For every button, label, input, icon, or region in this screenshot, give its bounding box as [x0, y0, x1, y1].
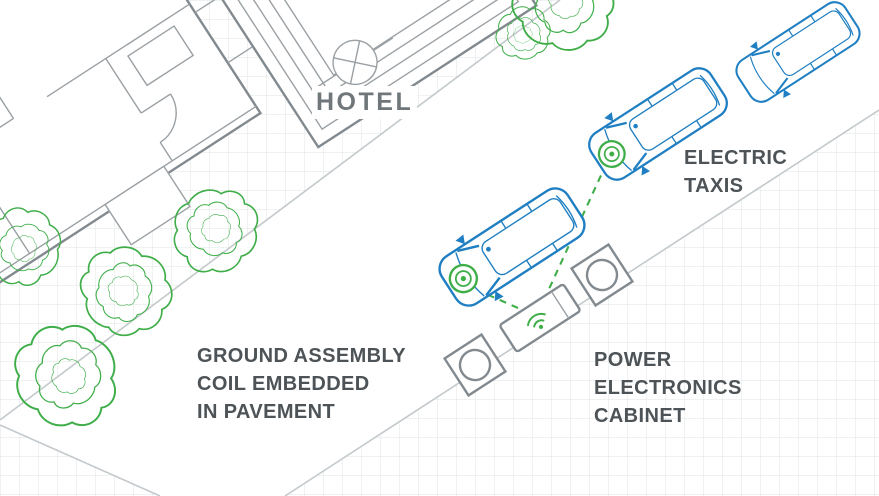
wifi-icon — [526, 312, 546, 329]
electric-taxis-label-line1: ELECTRIC — [684, 147, 788, 169]
power-electronics-cabinet — [499, 283, 581, 353]
power-cabinet-label-line1: POWER — [594, 349, 672, 371]
power-cabinet-label-line2: ELECTRONICS — [594, 377, 742, 399]
power-cabinet-label-line3: CABINET — [594, 405, 686, 427]
ground-assembly-label-line2: COIL EMBEDDED — [197, 373, 370, 395]
hotel-label: HOTEL — [312, 86, 418, 119]
electric-taxis-label-line2: TAXIS — [684, 175, 744, 197]
hotel-entrance-porch — [104, 165, 191, 246]
hotel-terrace-plan — [153, 0, 538, 149]
power-cabinet-label: POWER ELECTRONICS CABINET — [594, 346, 742, 430]
road-edge-corner — [0, 424, 161, 496]
ground-coil-marker — [442, 332, 508, 398]
hotel-rooms-block — [0, 0, 263, 371]
hotel-floorplan — [0, 0, 538, 371]
ground-assembly-label-line3: IN PAVEMENT — [197, 401, 336, 423]
ground-assembly-label-line1: GROUND ASSEMBLY — [197, 345, 406, 367]
road-edge-upper — [0, 0, 561, 421]
circled-x-icon — [315, 37, 394, 89]
ground-coil-marker — [569, 242, 635, 308]
electric-taxi-3 — [726, 0, 870, 115]
electric-taxis-label: ELECTRIC TAXIS — [684, 144, 787, 200]
road-edge-lower — [284, 109, 879, 496]
ground-assembly-label: GROUND ASSEMBLY COIL EMBEDDED IN PAVEMEN… — [197, 342, 406, 426]
